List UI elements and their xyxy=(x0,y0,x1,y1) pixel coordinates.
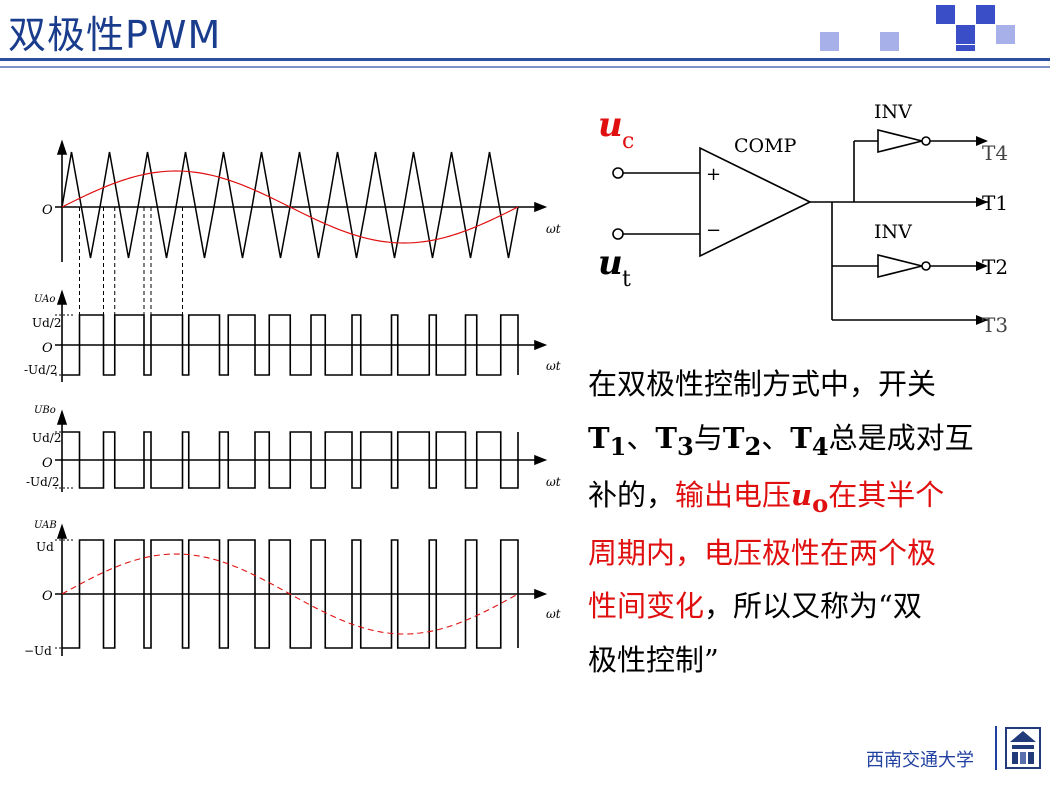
text-line-5: 性间变化，所以又称为“双 xyxy=(588,589,922,624)
text-line-6: 极性控制” xyxy=(588,642,719,677)
uAB-pulse-train xyxy=(62,539,519,649)
inv-bottom-label: INV xyxy=(874,221,912,243)
text-line-4: 周期内，电压极性在两个极 xyxy=(588,535,937,570)
footer-divider xyxy=(995,726,997,770)
text-line-2: T1、T3与T2、T4总是成对互 xyxy=(588,420,974,461)
uc-sub: c xyxy=(622,129,634,154)
neg-half-ud-label-1: -Ud/2 xyxy=(24,363,58,377)
omega-t-label-1: ωt xyxy=(546,222,561,236)
origin-label-4: O xyxy=(42,589,53,604)
origin-label-3: O xyxy=(42,456,53,471)
omega-t-label-2: ωt xyxy=(546,359,561,373)
omega-t-label-3: ωt xyxy=(546,475,561,489)
half-ud-label-2: Ud/2 xyxy=(32,431,61,445)
t1-label: T1 xyxy=(982,191,1008,215)
page-title: 双极性PWM xyxy=(8,13,222,57)
uAB-label: UAB xyxy=(34,520,57,531)
explanation-text: 在双极性控制方式中，开关 T1、T3与T2、T4总是成对互 补的，输出电压uo在… xyxy=(588,358,1028,688)
t4-label: T4 xyxy=(982,141,1008,165)
university-logo xyxy=(1005,727,1041,769)
pwm-waveforms: O ωt UAo Ud/2 O -Ud/2 ωt UBo Ud/2 O -Ud/… xyxy=(24,139,561,658)
origin-label-2: O xyxy=(42,341,53,356)
comp-label: COMP xyxy=(734,135,797,157)
neg-ud-label: −Ud xyxy=(24,644,52,658)
inverter-bottom xyxy=(877,253,923,279)
omega-t-label-4: ωt xyxy=(546,607,561,621)
inv-top-label: INV xyxy=(874,101,912,123)
uAo-label: UAo xyxy=(34,294,55,305)
header-rule xyxy=(0,58,1050,61)
uc-label: u xyxy=(598,105,623,145)
text-line-3: 补的，输出电压uo在其半个 xyxy=(588,478,945,518)
ut-sub: t xyxy=(622,267,631,292)
text-line-1: 在双极性控制方式中，开关 xyxy=(588,367,937,401)
half-ud-label-1: Ud/2 xyxy=(32,316,61,330)
origin-label-1: O xyxy=(42,203,53,218)
ud-label: Ud xyxy=(36,540,54,554)
t3-label: T3 xyxy=(982,313,1008,337)
uBo-label: UBo xyxy=(34,405,56,416)
comparator-circuit: u c u t COMP + − INV INV T4 T1 T2 T3 xyxy=(588,96,1018,346)
uBo-pulse-train xyxy=(62,431,519,489)
carrier-triangle-wave xyxy=(61,151,519,259)
university-name: 西南交通大学 xyxy=(866,750,974,771)
uAo-pulse-train xyxy=(62,314,519,376)
plus-sign: + xyxy=(706,164,721,185)
neg-half-ud-label-2: -Ud/2 xyxy=(26,475,60,489)
inverter-top xyxy=(877,128,923,154)
minus-sign: − xyxy=(706,220,721,241)
uAB-fundamental xyxy=(61,553,519,635)
comparator-triangle xyxy=(699,146,812,258)
t2-label: T2 xyxy=(982,255,1008,279)
reference-sine-wave xyxy=(61,170,519,244)
ut-label: u xyxy=(598,243,623,283)
header-rule-thin xyxy=(0,66,1050,68)
